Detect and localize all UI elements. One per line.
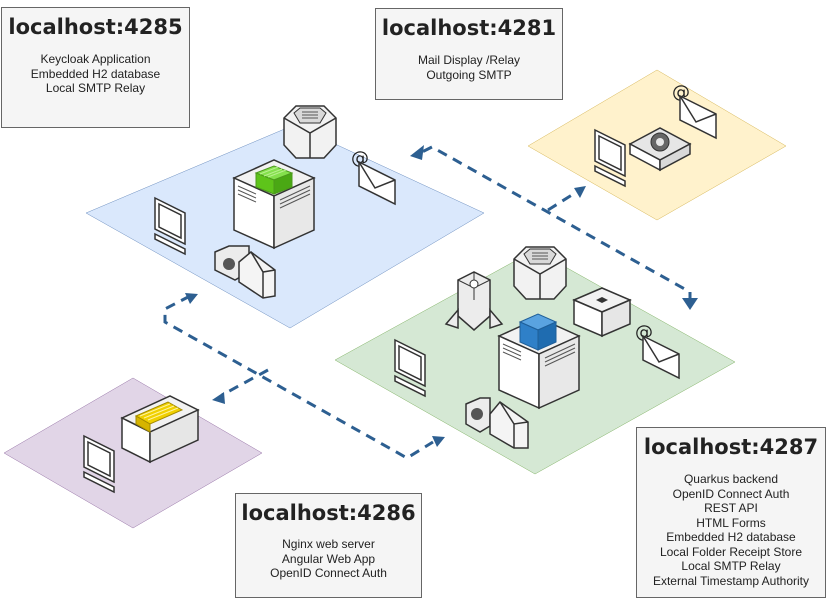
- arrowhead-to-keycloak-2: [185, 293, 198, 304]
- description-line: Embedded H2 database: [666, 530, 796, 544]
- description-line: Local Folder Receipt Store: [659, 544, 803, 559]
- arrowhead-to-quarkus: [682, 298, 698, 310]
- host-title: localhost:4287: [643, 435, 819, 459]
- host-title: localhost:4285: [8, 15, 183, 39]
- description-line: Local SMTP Relay: [681, 559, 781, 573]
- description-line: Quarkus backend: [683, 472, 779, 486]
- workstation-icon: [394, 338, 426, 398]
- connector-nginx: [212, 368, 269, 404]
- description-line: Local SMTP Relay: [45, 81, 146, 95]
- description-line: Outgoing SMTP: [426, 67, 512, 82]
- mail-icon: @: [672, 82, 717, 140]
- svg-text:@: @: [351, 148, 369, 169]
- host-description: Mail Display /Relay Outgoing SMTP: [376, 53, 562, 82]
- description-line: Nginx web server: [282, 537, 375, 551]
- connector-nginx-quarkus: [163, 293, 445, 460]
- arrowhead-to-quarkus-2: [432, 436, 445, 447]
- storage-icon: [283, 105, 337, 159]
- description-line: Keycloak Application: [40, 52, 151, 66]
- description-line: External Timestamp Authority: [652, 573, 810, 588]
- host-label-4286: localhost:4286 Nginx web server Angular …: [235, 493, 422, 598]
- host-title: localhost:4286: [241, 501, 416, 525]
- host-label-4287: localhost:4287 Quarkus backend OpenID Co…: [636, 427, 826, 598]
- workstation-icon: [594, 128, 626, 188]
- description-line: REST API: [704, 501, 758, 515]
- database-icon: [254, 165, 294, 195]
- arrowhead-to-mail: [574, 186, 586, 198]
- firewall-icon: [214, 245, 276, 299]
- workstation-icon: [83, 434, 115, 494]
- mail-icon: @: [635, 322, 680, 380]
- host-description: Keycloak Application Embedded H2 databas…: [2, 52, 189, 96]
- host-description: Quarkus backend OpenID Connect Auth REST…: [637, 472, 825, 588]
- storage-icon: [513, 246, 567, 300]
- host-title: localhost:4281: [381, 16, 557, 40]
- arrowhead-to-keycloak: [410, 145, 424, 160]
- description-line: OpenID Connect Auth: [270, 566, 387, 580]
- host-label-4285: localhost:4285 Keycloak Application Embe…: [1, 7, 190, 128]
- server-icon: [497, 317, 581, 410]
- description-line: Mail Display /Relay: [417, 53, 521, 67]
- arrowhead-to-nginx: [212, 392, 225, 404]
- workstation-icon: [154, 196, 186, 256]
- description-line: Angular Web App: [281, 551, 376, 566]
- host-description: Nginx web server Angular Web App OpenID …: [236, 537, 421, 581]
- description-line: HTML Forms: [696, 515, 766, 530]
- description-line: Embedded H2 database: [30, 66, 161, 81]
- security-icon: [444, 271, 504, 331]
- connector-quarkus-mail: [547, 186, 586, 212]
- host-label-4281: localhost:4281 Mail Display /Relay Outgo…: [375, 8, 563, 100]
- mail-relay-icon: [628, 127, 692, 172]
- mail-icon: @: [351, 148, 396, 206]
- database-icon: [518, 313, 558, 351]
- web-server-icon: [120, 395, 200, 464]
- svg-text:@: @: [672, 82, 690, 103]
- storage-cube-icon: [572, 287, 632, 338]
- firewall-icon: [465, 397, 529, 449]
- svg-text:@: @: [635, 322, 653, 343]
- connector-keycloak-mail: [410, 145, 698, 310]
- description-line: OpenID Connect Auth: [672, 486, 790, 501]
